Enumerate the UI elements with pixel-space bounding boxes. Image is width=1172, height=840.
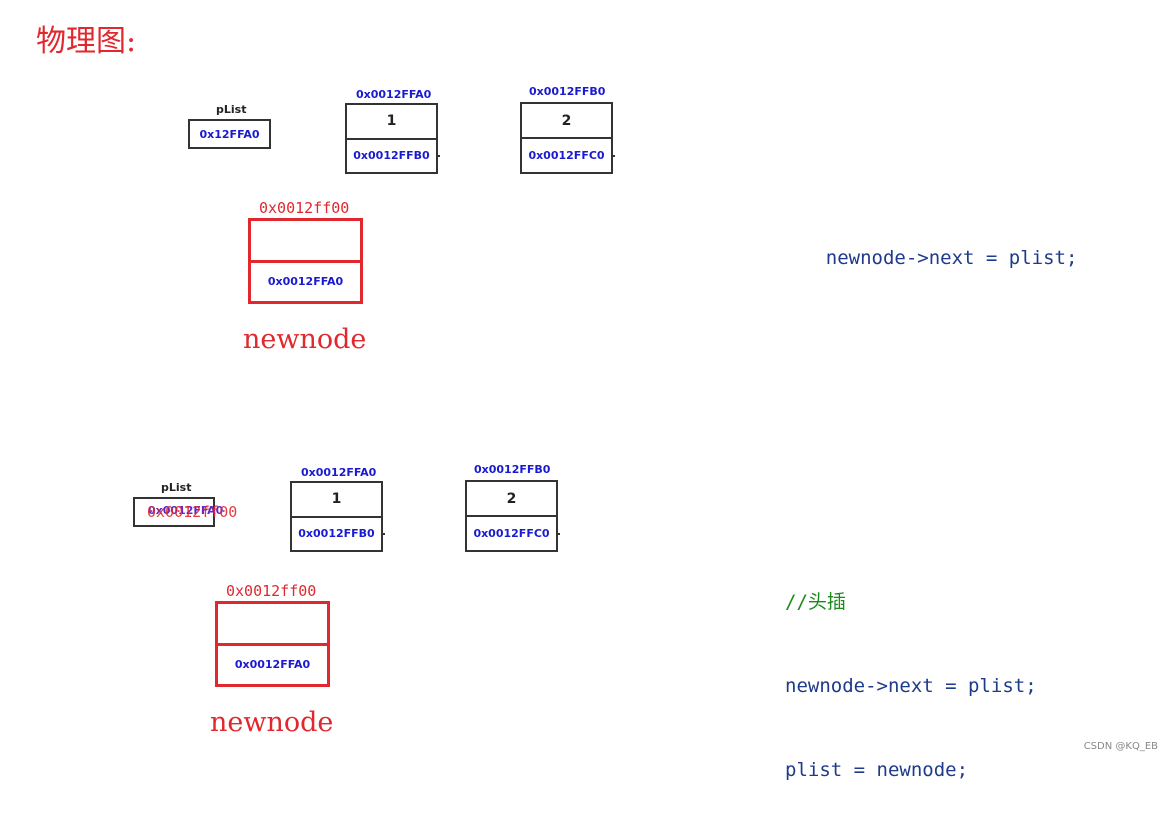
newnode-next: 0x0012FFA0 — [267, 275, 344, 289]
plist-value-old: 0x0012FFA0 — [148, 504, 224, 517]
node1-data: 1 — [347, 105, 436, 140]
code-comment: //头插 — [785, 591, 846, 613]
code-line-2: plist = newnode; — [785, 759, 969, 781]
newnode-data — [218, 604, 327, 646]
node1-data: 1 — [292, 483, 381, 518]
node2-addr: 0x0012FFB0 — [474, 463, 551, 476]
watermark: CSDN @KQ_EB — [1083, 741, 1158, 752]
node1-next-tick — [382, 533, 385, 535]
newnode-box: 0x0012FFA0 — [215, 601, 330, 687]
node2-next-tick — [612, 155, 615, 157]
node2: 2 0x0012FFC0 — [465, 480, 558, 552]
node1: 1 0x0012FFB0 — [290, 481, 383, 552]
node1: 1 0x0012FFB0 — [345, 103, 438, 174]
node1-next-tick — [437, 155, 440, 157]
newnode-next: 0x0012FFA0 — [234, 658, 311, 672]
plist-value-new: 0x0012ff00 — [147, 503, 238, 521]
newnode-label: newnode — [243, 324, 367, 355]
node2-data: 2 — [522, 104, 611, 139]
node1-addr: 0x0012FFA0 — [301, 466, 377, 479]
plist-label: pList — [216, 103, 247, 116]
node2-data: 2 — [467, 482, 556, 517]
code-block-bottom: //头插 newnode->next = plist; plist = newn… — [785, 532, 1037, 840]
newnode-data — [251, 221, 360, 263]
node1-next: 0x0012FFB0 — [353, 149, 430, 163]
node2-addr: 0x0012FFB0 — [529, 85, 606, 98]
node2-next: 0x0012FFC0 — [473, 527, 550, 540]
newnode-label: newnode — [210, 707, 334, 738]
plist-box: 0x12FFA0 — [188, 119, 271, 149]
code-line: newnode->next = plist; — [825, 247, 1078, 269]
node1-next: 0x0012FFB0 — [298, 527, 375, 541]
node2-next-tick — [557, 533, 560, 535]
newnode-addr: 0x0012ff00 — [259, 199, 350, 217]
plist-box — [133, 497, 215, 527]
code-block-top: newnode->next = plist; — [780, 216, 1078, 300]
node2-next: 0x0012FFC0 — [528, 149, 605, 162]
node2: 2 0x0012FFC0 — [520, 102, 613, 174]
code-line-1: newnode->next = plist; — [785, 675, 1037, 697]
plist-label: pList — [161, 481, 192, 494]
plist-value: 0x12FFA0 — [199, 127, 260, 141]
newnode-addr: 0x0012ff00 — [226, 582, 317, 600]
node1-addr: 0x0012FFA0 — [356, 88, 432, 101]
page-title: 物理图: — [36, 24, 137, 59]
newnode-box: 0x0012FFA0 — [248, 218, 363, 304]
